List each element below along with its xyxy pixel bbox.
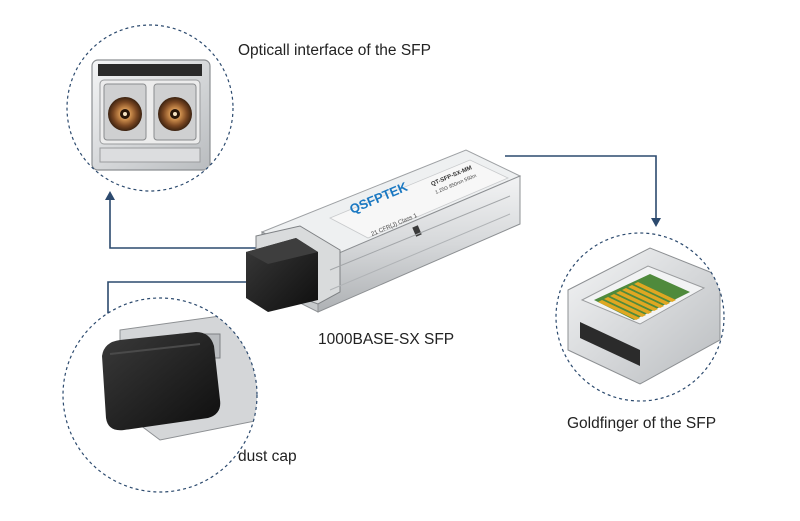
module-model-label: 1000BASE-SX SFP [318,331,455,348]
dust-cap-zoom [62,297,258,493]
goldfinger-label: Goldfinger of the SFP [567,415,717,432]
dust-cap-label: dust cap [238,448,297,465]
sfp-module [246,149,522,313]
optical-interface-zoom [66,24,234,192]
arrow-up-icon [105,191,115,200]
connector-optical [109,198,258,249]
dust-cap-body [102,332,221,431]
gold-fingers [598,282,676,320]
arrow-down-icon [651,218,661,227]
optical-interface-label: Opticall interface of the SFP [238,42,431,59]
goldfinger-zoom [555,232,725,402]
connector-goldfinger [505,155,657,220]
